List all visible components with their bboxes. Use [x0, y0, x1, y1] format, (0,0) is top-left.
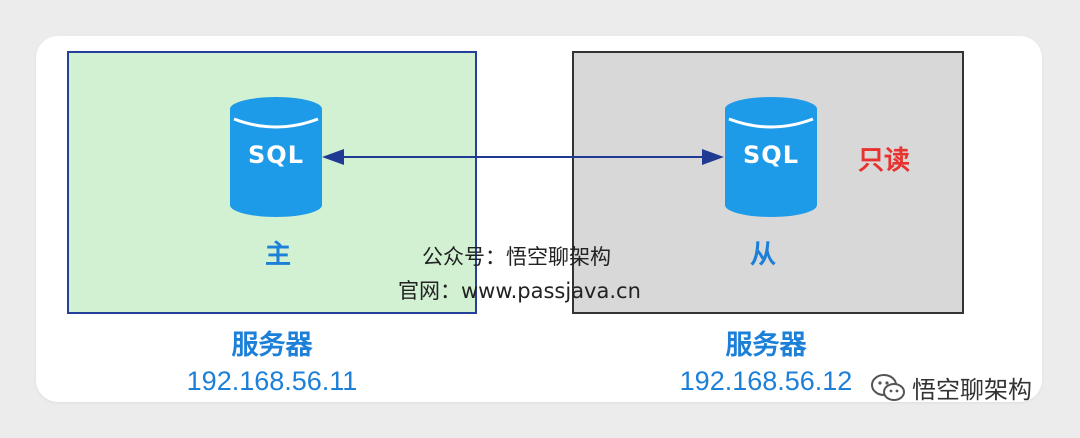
slave-database-icon: SQL [723, 95, 819, 219]
watermark-website: 官网：www.passjava.cn [398, 279, 641, 303]
master-database-icon: SQL [228, 95, 324, 219]
master-cylinder-svg [230, 97, 322, 217]
slave-server-caption: 服务器 192.168.56.12 [666, 330, 866, 398]
master-server-ip: 192.168.56.11 [186, 366, 358, 396]
brand-watermark: 悟空聊架构 [870, 370, 1032, 405]
master-server-title: 服务器 [231, 330, 313, 361]
slave-cylinder-svg [725, 97, 817, 217]
slave-server-ip: 192.168.56.12 [679, 366, 853, 396]
readonly-label: 只读 [858, 146, 911, 176]
brand-name: 悟空聊架构 [912, 376, 1032, 404]
slave-db-label: SQL [743, 141, 799, 169]
slave-server-title: 服务器 [725, 330, 807, 361]
watermark-account: 公众号：悟空聊架构 [422, 245, 611, 269]
arrowhead-left-icon [322, 149, 344, 165]
master-role-label: 主 [265, 240, 292, 270]
arrowhead-right-icon [702, 149, 724, 165]
master-db-label: SQL [248, 141, 304, 169]
master-server-caption: 服务器 192.168.56.11 [172, 330, 372, 398]
wechat-icon [871, 373, 905, 401]
slave-role-label: 从 [750, 240, 777, 270]
